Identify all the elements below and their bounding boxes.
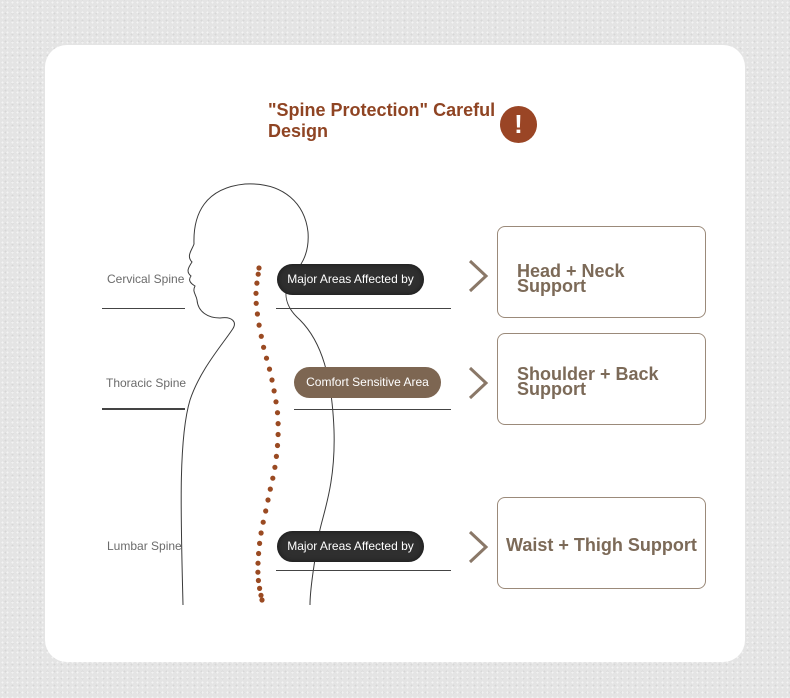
spine-dot: [271, 388, 277, 394]
spine-dot: [267, 486, 273, 492]
spine-dot: [274, 410, 281, 416]
spine-dot: [266, 366, 273, 372]
spine-dot: [273, 399, 279, 405]
spine-dot: [263, 355, 270, 361]
spine-dot: [256, 322, 262, 328]
spine-dot: [258, 592, 264, 598]
tag-major-areas-2: Major Areas Affected by: [277, 531, 424, 562]
spine-dots: [253, 265, 281, 603]
spine-dot: [254, 280, 260, 286]
lumbar-spine-label: Lumbar Spine: [107, 539, 182, 553]
spine-dot: [255, 577, 261, 584]
spine-dot: [258, 530, 264, 536]
support-shoulder-back-line1: Shoulder + Back: [517, 364, 659, 384]
spine-dot: [275, 421, 281, 427]
spine-dot: [253, 290, 259, 296]
support-head-neck-line2: Support: [517, 276, 586, 296]
spine-dot: [256, 550, 262, 557]
thoracic-spine-label: Thoracic Spine: [106, 376, 187, 390]
spine-dot: [274, 442, 281, 449]
spine-dot: [255, 560, 261, 566]
spine-dot: [269, 377, 275, 383]
spine-dot: [270, 475, 276, 481]
thoracic-left-rule: [102, 408, 185, 410]
support-waist-thigh-label: Waist + Thigh Support: [506, 535, 697, 555]
page-title: "Spine Protection" Careful Design: [268, 100, 496, 141]
support-box-head-neck: [497, 226, 706, 318]
support-box-waist-thigh: [497, 497, 706, 589]
tag-major-areas-1: Major Areas Affected by: [277, 264, 424, 295]
support-head-neck-line1: Head + Neck: [517, 261, 625, 281]
spine-dot: [253, 300, 259, 306]
spine-dot: [265, 497, 271, 503]
support-shoulder-back-line2: Support: [517, 379, 586, 399]
tag-comfort-sensitive: Comfort Sensitive Area: [294, 367, 441, 398]
support-box-shoulder-back: [497, 333, 706, 425]
spine-dot: [255, 569, 261, 575]
thoracic-right-rule: [294, 409, 451, 410]
spine-dot: [261, 344, 267, 350]
lumbar-right-rule: [276, 570, 451, 571]
spine-dot: [275, 431, 281, 438]
chevron-right-icon: [468, 530, 489, 564]
spine-dot: [260, 519, 266, 525]
cervical-right-rule: [276, 308, 451, 309]
spine-dot: [258, 333, 264, 339]
chevron-right-icon: [468, 259, 489, 293]
spine-dot: [256, 265, 262, 271]
spine-dot: [257, 540, 263, 547]
cervical-left-rule: [102, 308, 185, 309]
spine-dot: [254, 311, 260, 317]
spine-dot: [273, 453, 279, 459]
exclamation-icon: !: [500, 106, 537, 143]
spine-dot: [259, 597, 265, 603]
spine-dot: [257, 585, 263, 592]
chevron-right-icon: [468, 366, 489, 400]
spine-dot: [272, 464, 278, 470]
cervical-spine-label: Cervical Spine: [107, 272, 185, 286]
spine-dot: [263, 508, 269, 514]
spine-dot: [255, 271, 261, 277]
